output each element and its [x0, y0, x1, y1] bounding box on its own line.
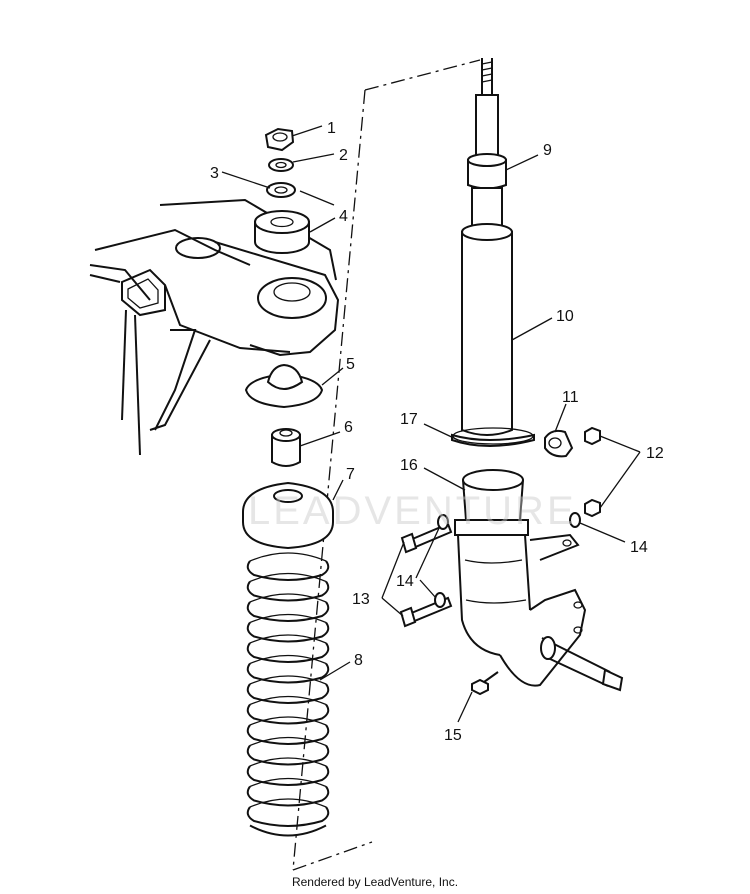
spring-coil-front [246, 601, 330, 622]
spring-coil-front [246, 703, 330, 725]
spring-coil-back [249, 716, 327, 726]
spring-coil-end [249, 824, 327, 837]
spring-coil-front [246, 560, 330, 581]
spring-coil-back [249, 757, 327, 767]
spring-coil-back [249, 654, 327, 665]
footer-credit: Rendered by LeadVenture, Inc. [291, 875, 459, 889]
spring-coil-front [246, 806, 330, 827]
spring-coil-front [246, 621, 330, 643]
callout-16: 16 [400, 457, 418, 474]
strut-assembly [451, 58, 535, 447]
callout-14-left: 14 [396, 573, 414, 590]
spring-coil-front [246, 580, 330, 602]
callouts: 1 2 3 4 5 6 7 8 9 10 11 12 13 14 14 15 1… [210, 120, 664, 744]
watermark: LEADVENTURE [248, 489, 577, 533]
callout-7: 7 [346, 466, 355, 483]
callout-8: 8 [354, 652, 363, 669]
callout-6: 6 [344, 419, 353, 436]
frame-bracket [89, 198, 340, 456]
callout-9: 9 [543, 142, 552, 159]
spring-coil-back [249, 572, 327, 583]
spring-coil-back [249, 675, 327, 685]
spring-coil-front [246, 785, 330, 807]
spring-coil-front [246, 662, 330, 684]
spring-coil-back [249, 593, 327, 603]
leader-lines [221, 125, 641, 723]
callout-5: 5 [346, 356, 355, 373]
callout-3: 3 [210, 165, 219, 182]
spring-coil-back [249, 798, 327, 808]
callout-10: 10 [556, 308, 574, 325]
spindle-housing [399, 426, 624, 696]
callout-11: 11 [562, 389, 579, 406]
callout-2: 2 [339, 147, 348, 164]
callout-14-right: 14 [630, 539, 648, 556]
callout-12: 12 [646, 445, 664, 462]
callout-15: 15 [444, 727, 462, 744]
spring-coil-front [246, 642, 330, 663]
callout-1: 1 [327, 120, 336, 137]
spring-coil-front [246, 744, 330, 766]
spring-coil-back [249, 634, 327, 644]
callout-4: 4 [339, 208, 348, 225]
spring-coil-back [249, 695, 327, 706]
callout-17: 17 [400, 411, 418, 428]
mounting-hardware [242, 127, 334, 550]
spring-coil-back [249, 736, 327, 747]
coil-spring [246, 552, 330, 837]
alignment-frame [292, 59, 481, 871]
spring-coil-back [249, 613, 327, 624]
spring-coil-front [246, 683, 330, 704]
spring-coil-front [246, 724, 330, 745]
callout-13: 13 [352, 591, 370, 608]
spring-coil-back [249, 777, 327, 788]
spring-coil-back [249, 552, 327, 562]
spring-coil-front [246, 765, 330, 786]
